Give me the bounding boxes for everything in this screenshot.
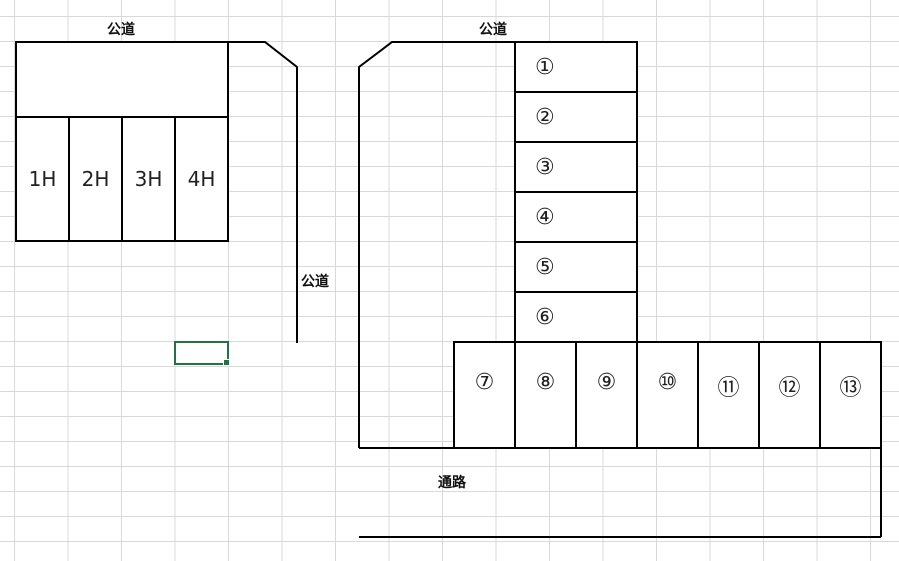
parking-slot: ④ xyxy=(514,191,638,243)
building-top-area xyxy=(15,41,229,118)
parking-slot: ⑦ xyxy=(453,341,516,449)
house-unit: 3H xyxy=(121,116,176,242)
parking-slot: ③ xyxy=(514,141,638,193)
road-label-top-right: 公道 xyxy=(479,22,507,38)
selected-cell[interactable] xyxy=(174,341,230,366)
house-unit: 2H xyxy=(68,116,123,242)
fill-handle[interactable] xyxy=(223,359,230,366)
parking-slot: ⑨ xyxy=(575,341,638,449)
parking-slot: ⑤ xyxy=(514,241,638,293)
parking-slot: ⑬ xyxy=(819,341,882,449)
passage-label: 通路 xyxy=(438,475,466,491)
road-label-top-left: 公道 xyxy=(107,22,135,38)
parking-slot: ① xyxy=(514,41,638,93)
road-label-middle: 公道 xyxy=(301,274,329,290)
parking-slot: ⑩ xyxy=(636,341,699,449)
house-unit: 4H xyxy=(174,116,229,242)
parking-slot: ⑪ xyxy=(697,341,760,449)
house-unit: 1H xyxy=(15,116,70,242)
parking-slot: ⑧ xyxy=(514,341,577,449)
parking-slot: ⑥ xyxy=(514,291,638,343)
parking-slot: ⑫ xyxy=(758,341,821,449)
parking-slot: ② xyxy=(514,91,638,143)
